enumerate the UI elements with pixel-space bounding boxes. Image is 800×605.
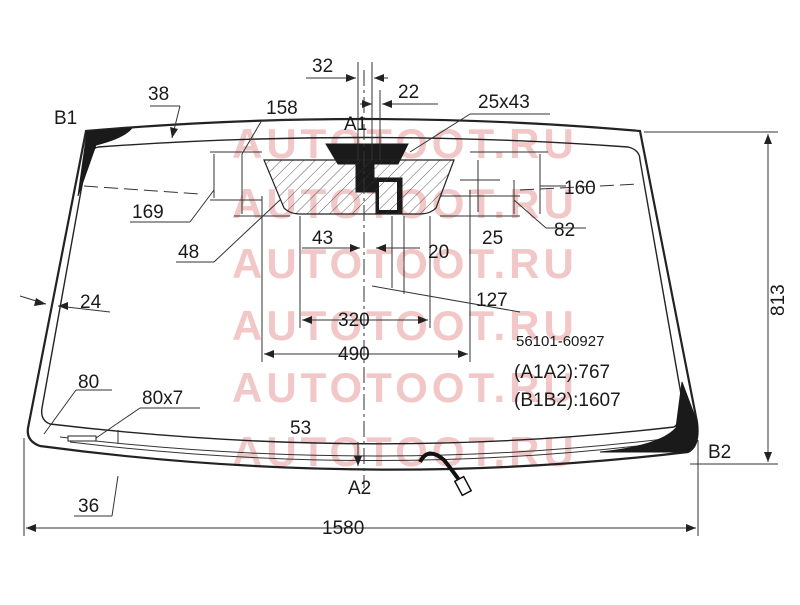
watermark-4: AUTOTOOT.RU (232, 302, 578, 349)
dim-813-label: 813 (768, 284, 789, 316)
cable-connector (453, 475, 473, 497)
dim-48-label: 48 (178, 242, 199, 263)
dim-320-label: 320 (338, 310, 370, 331)
dim-32-label: 32 (312, 56, 333, 77)
dim-25x43-label: 25x43 (478, 92, 530, 113)
inner-outline (40, 136, 684, 445)
b1b2-length: (B1B2):1607 (514, 390, 621, 411)
sensor-hatched-area (263, 159, 455, 215)
arrowheads (26, 74, 772, 532)
a1a2-length: (A1A2):767 (514, 362, 610, 383)
leader-36 (111, 475, 119, 517)
dim-43-label: 43 (312, 228, 333, 249)
part-number: 56101-60927 (516, 333, 604, 350)
point-b1-label: B1 (54, 108, 77, 129)
dim-80-label: 80 (78, 372, 99, 393)
dim-20-label: 20 (428, 242, 449, 263)
leader-80 (43, 389, 77, 435)
dim-22-label: 22 (398, 82, 419, 103)
dim-169-label: 169 (132, 202, 164, 223)
dim-490-label: 490 (338, 344, 370, 365)
label-strip (67, 435, 97, 442)
leader-80x7 (95, 407, 141, 439)
dim-1580-label: 1580 (322, 518, 364, 539)
leader-25x43 (409, 113, 471, 153)
leader-169 (189, 189, 215, 223)
dim-160-label: 160 (564, 178, 596, 199)
leader-82 (513, 199, 547, 229)
leader-48 (213, 199, 281, 263)
point-a1-label: A1 (344, 114, 367, 135)
point-b2-label: B2 (708, 442, 731, 463)
ref-dash-left (83, 185, 201, 195)
dim-158-label: 158 (266, 98, 298, 119)
dim-82-label: 82 (554, 220, 575, 241)
point-a2-label: A2 (348, 478, 371, 499)
bottom-band-2 (69, 441, 655, 462)
corner-block-b1 (77, 127, 134, 197)
dim-80x7-label: 80x7 (142, 388, 183, 409)
bottom-band-1 (59, 436, 665, 457)
dim-36-label: 36 (78, 496, 99, 517)
leader-127 (371, 285, 521, 313)
leader-158 (241, 119, 263, 155)
watermark-5: AUTOTOOT.RU (232, 364, 578, 411)
dim-53-label: 53 (290, 418, 311, 439)
dim-38-label: 38 (148, 84, 169, 105)
corner-block-b2 (599, 381, 699, 453)
sensor-cable (418, 451, 464, 486)
dim-127-label: 127 (476, 290, 508, 311)
dim-24-label: 24 (80, 292, 102, 313)
dim-25-label: 25 (482, 228, 503, 249)
watermark-3: AUTOTOOT.RU (232, 240, 578, 287)
